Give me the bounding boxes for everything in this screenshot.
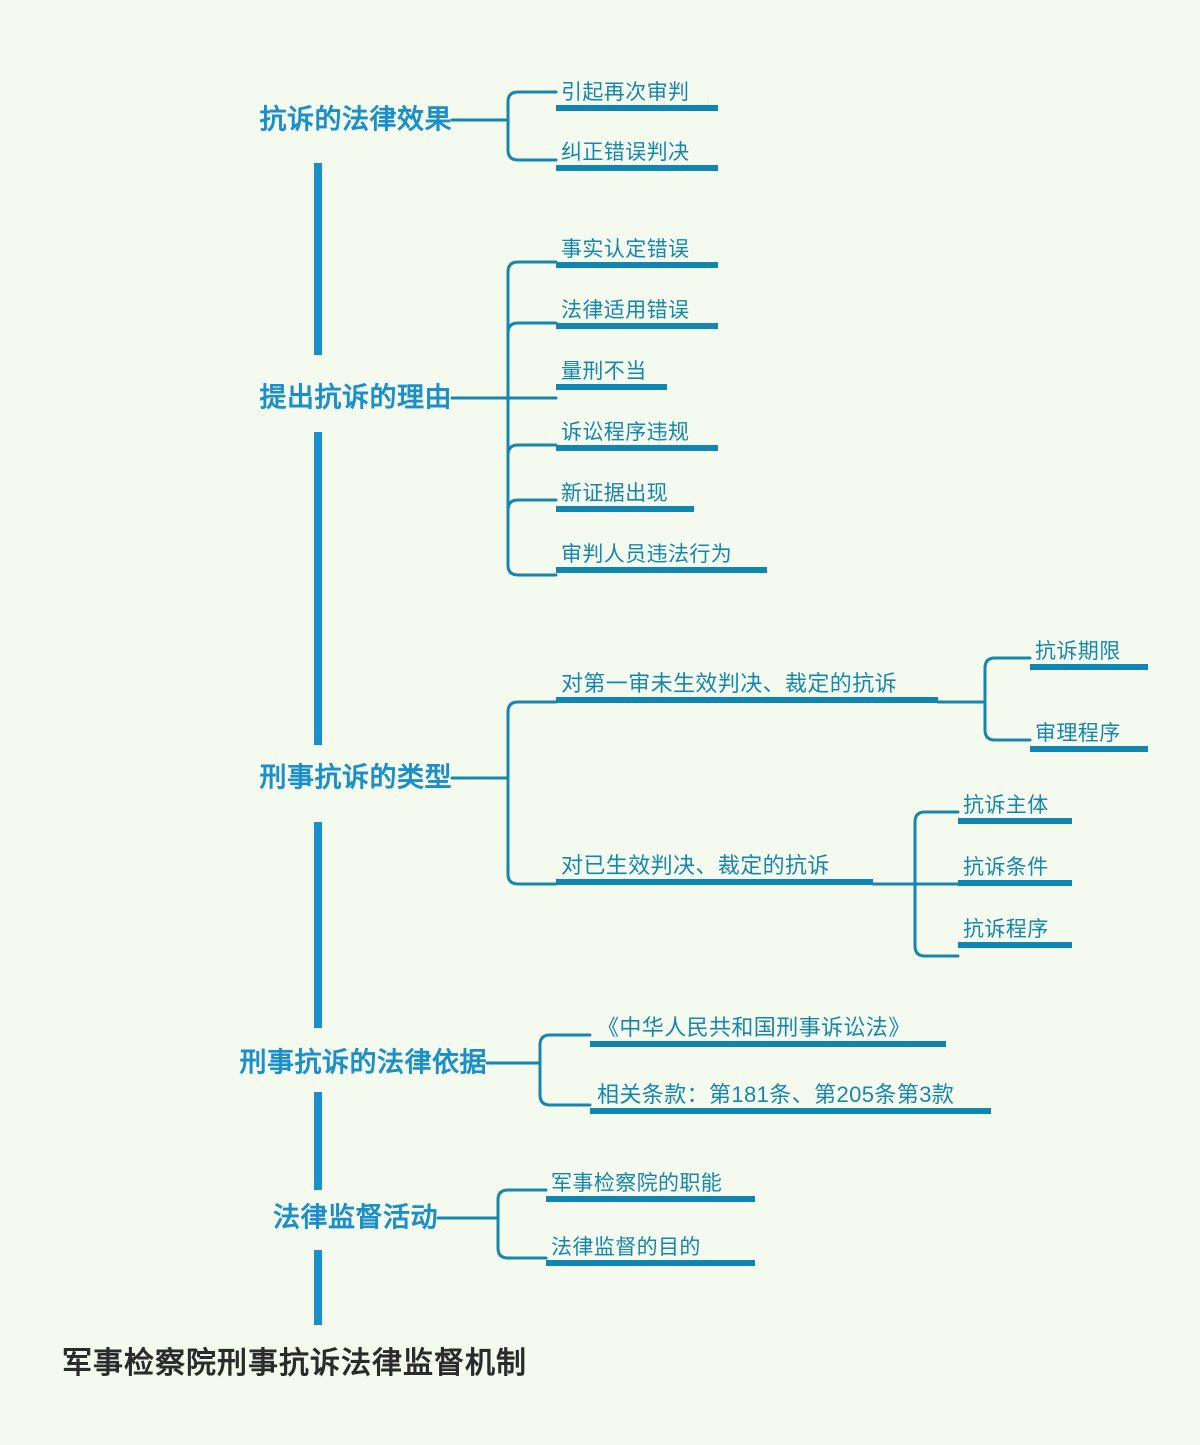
branch-4-connectors: [485, 1033, 592, 1107]
leaf-label[interactable]: 对第一审未生效判决、裁定的抗诉: [561, 671, 898, 696]
branch-bracket: [506, 776, 558, 886]
leaf-label[interactable]: 审判人员违法行为: [561, 543, 733, 566]
branch-bracket: [506, 90, 558, 122]
branch-bracket: [496, 1216, 548, 1260]
leaf-label[interactable]: 相关条款：第181条、第205条第3款: [597, 1082, 955, 1107]
branch-label-5[interactable]: 法律监督活动: [273, 1202, 438, 1233]
branch-bracket: [506, 700, 558, 780]
branch-label-3[interactable]: 刑事抗诉的类型: [259, 762, 452, 793]
leaf-label[interactable]: 法律适用错误: [561, 299, 690, 322]
branch-bracket: [506, 118, 558, 162]
leaf-label[interactable]: 军事检察院的职能: [551, 1172, 723, 1195]
subbranch-bracket: [983, 656, 1032, 704]
branch-bracket: [538, 1061, 592, 1107]
leaf-label[interactable]: 新证据出现: [561, 482, 668, 505]
subbranch-bracket: [983, 700, 1032, 742]
branch-arm: [506, 260, 558, 274]
branch-arm: [506, 563, 558, 577]
branch-arm: [506, 443, 558, 457]
subleaf-label[interactable]: 审理程序: [1035, 722, 1121, 745]
subbranch-bracket: [913, 882, 960, 958]
subbranch-bracket: [913, 810, 960, 886]
branch-bracket: [538, 1033, 592, 1065]
branch-bracket: [496, 1188, 548, 1220]
leaf-label[interactable]: 纠正错误判决: [561, 141, 690, 164]
subleaf-label[interactable]: 抗诉程序: [963, 918, 1049, 941]
root-title: 军事检察院刑事抗诉法律监督机制: [62, 1347, 527, 1380]
leaf-label[interactable]: 诉讼程序违规: [561, 421, 690, 444]
leaf-label[interactable]: 量刑不当: [561, 360, 647, 383]
branch-label-4[interactable]: 刑事抗诉的法律依据: [239, 1047, 487, 1078]
subleaf-label[interactable]: 抗诉条件: [963, 856, 1049, 879]
branch-label-2[interactable]: 提出抗诉的理由: [259, 382, 452, 413]
branch-arm: [506, 498, 558, 512]
subleaf-label[interactable]: 抗诉期限: [1035, 640, 1121, 663]
leaf-label[interactable]: 引起再次审判: [561, 81, 690, 104]
branch-label-1[interactable]: 抗诉的法律效果: [259, 104, 452, 135]
leaf-label[interactable]: 对已生效判决、裁定的抗诉: [561, 853, 830, 878]
branch-2-connectors: [450, 260, 558, 577]
subleaf-label[interactable]: 抗诉主体: [963, 794, 1049, 817]
branch-1-connectors: [450, 90, 558, 162]
leaf-label[interactable]: 事实认定错误: [561, 238, 690, 261]
branch-5-connectors: [436, 1188, 548, 1260]
leaf-label[interactable]: 《中华人民共和国刑事诉讼法》: [597, 1015, 911, 1040]
leaf-label[interactable]: 法律监督的目的: [551, 1236, 701, 1259]
branch-3-connectors: [450, 656, 1032, 958]
branch-arm: [506, 321, 558, 335]
